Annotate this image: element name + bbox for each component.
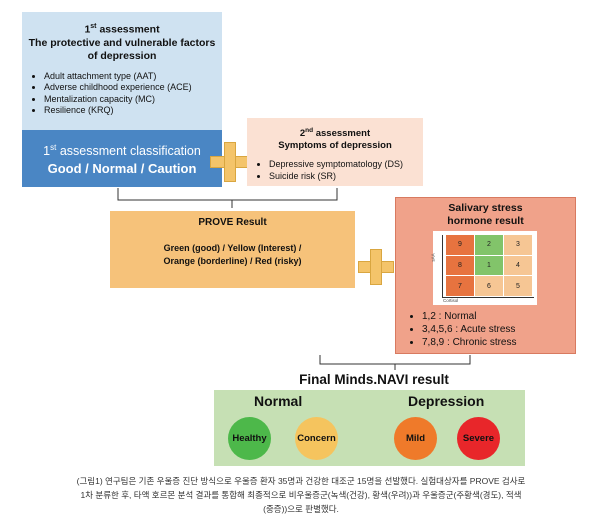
caption-line: (그림1) 연구팀은 기존 우울증 진단 방식으로 우울증 환자 35명과 건강… [76,476,526,486]
second-assessment-title: 2nd assessment Symptoms of depression [247,118,423,152]
final-result-title: Final Minds.NAVI result [299,372,449,387]
classification-values: Good / Normal / Caution [47,161,197,177]
grid-cell: 8 [446,255,474,276]
plus-icon [210,142,250,182]
title-word: assessment [315,128,371,140]
grid-cell: 9 [446,235,474,255]
salivary-title: Salivary stress hormone result [396,198,575,228]
grid-cell: 5 [504,276,532,296]
list-item: Mentalization capacity (MC) [44,94,222,106]
prove-line: Orange (borderline) / Red (risky) [163,256,302,266]
title-word: assessment classification [59,144,201,159]
title-ordinal: nd [305,127,314,134]
title-line: of depression [87,49,157,62]
prove-line: Green (good) / Yellow (Interest) / [163,243,302,253]
first-assessment-box: 1st assessment The protective and vulner… [22,12,222,130]
title-line: Symptoms of depression [278,140,392,152]
y-axis-label: sAA [430,253,436,262]
grid-cell: 1 [475,255,503,276]
title-line: hormone result [447,215,524,227]
concern-circle: Concern [295,417,338,460]
list-item: Adverse childhood experience (ACE) [44,82,222,94]
x-axis-label: Cortisol [443,298,459,303]
title-number: 1 [43,144,51,159]
normal-group-label: Normal [254,393,303,409]
second-assessment-list: Depressive symptomatology (DS) Suicide r… [247,152,423,182]
plus-icon [358,249,394,285]
legend-item: 3,4,5,6 : Acute stress [422,323,516,336]
list-item: Adult attachment type (AAT) [44,71,222,83]
list-item: Suicide risk (SR) [269,171,423,183]
title-line: Salivary stress [448,202,523,214]
title-number: 1 [84,23,91,36]
caption-line: 1차 분류한 후, 타액 호르몬 분석 결과를 통합해 최종적으로 비우울증군(… [80,490,522,500]
legend-item: 7,8,9 : Chronic stress [422,336,516,349]
x-axis [442,297,534,298]
grid-cell: 7 [446,276,474,296]
salivary-legend: 1,2 : Normal 3,4,5,6 : Acute stress 7,8,… [410,310,516,349]
title-line: The protective and vulnerable factors [28,36,216,49]
salivary-hormone-box: Salivary stress hormone result sAA Corti… [395,197,576,354]
prove-title: PROVE Result [198,217,267,228]
classification-title: 1st assessment classification [22,130,222,158]
depression-group-label: Depression [408,393,485,409]
title-word: assessment [99,23,160,36]
second-assessment-box: 2nd assessment Symptoms of depression De… [247,118,423,186]
caption-line: (중증))으로 판별했다. [263,504,339,514]
grid-cell: 6 [475,276,503,296]
list-item: Depressive symptomatology (DS) [269,159,423,171]
final-result-box: Normal Depression Healthy Concern Mild S… [214,390,525,466]
legend-item: 1,2 : Normal [422,310,516,323]
title-number: 2 [299,128,306,140]
list-item: Resilience (KRQ) [44,105,222,117]
first-assessment-list: Adult attachment type (AAT) Adverse chil… [22,63,222,117]
healthy-circle: Healthy [228,417,271,460]
figure-caption: (그림1) 연구팀은 기존 우울증 진단 방식으로 우울증 환자 35명과 건강… [18,474,584,516]
grid-cell: 2 [475,235,503,255]
prove-result-box: PROVE Result Green (good) / Yellow (Inte… [110,211,355,288]
mild-circle: Mild [394,417,437,460]
title-ordinal: st [90,23,97,30]
classification-box: 1st assessment classification Good / Nor… [22,130,222,187]
severe-circle: Severe [457,417,500,460]
grid-cell: 4 [504,255,532,276]
first-assessment-title: 1st assessment The protective and vulner… [22,12,222,63]
y-axis [442,235,443,297]
prove-body: Green (good) / Yellow (Interest) / Orang… [110,228,355,268]
title-ordinal: st [50,143,57,152]
grid-cell: 3 [504,235,532,255]
